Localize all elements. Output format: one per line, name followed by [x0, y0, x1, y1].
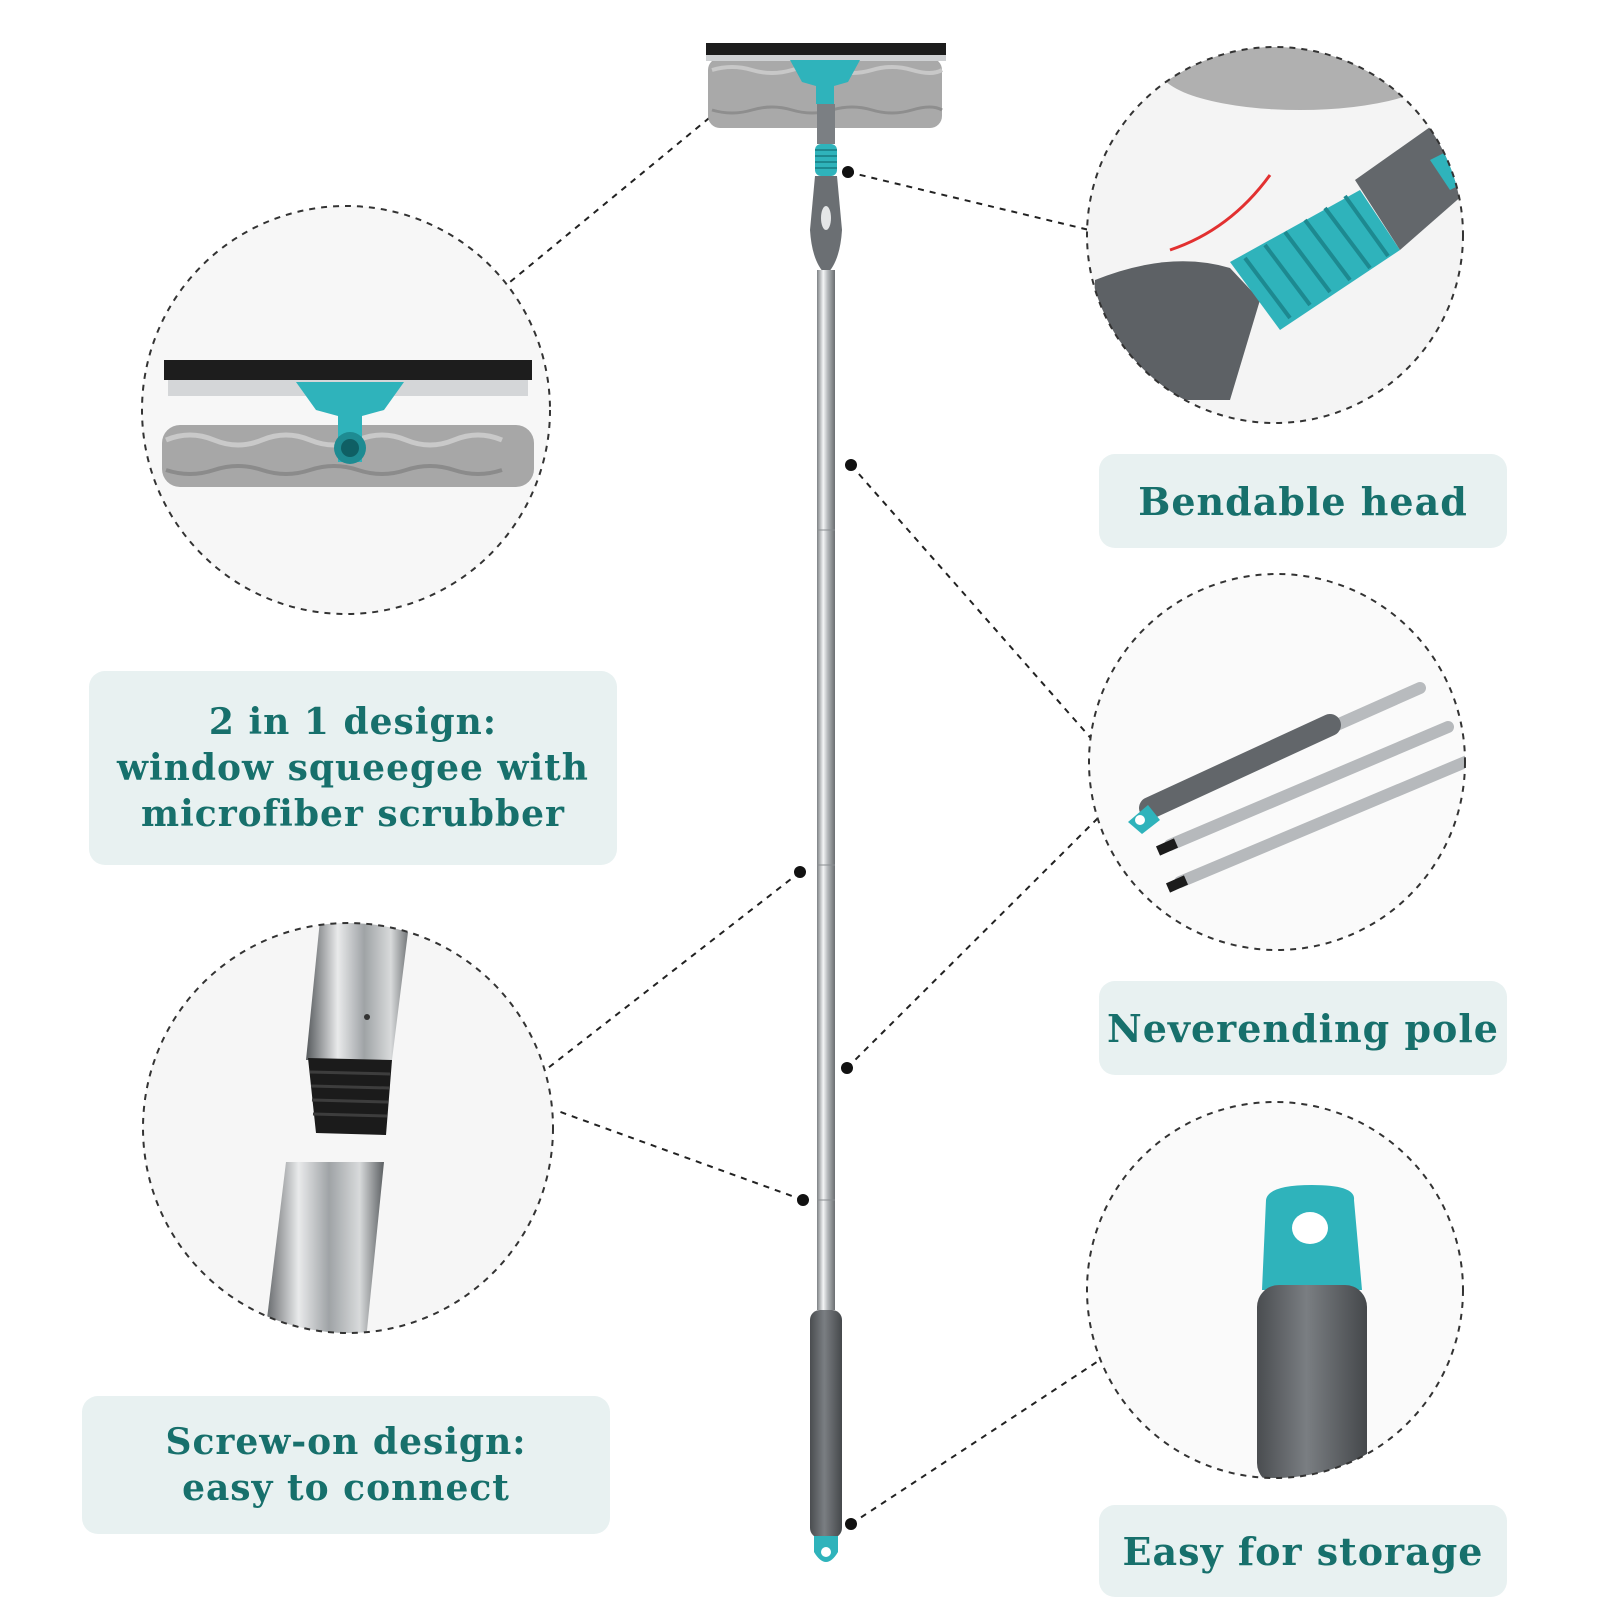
- label-2in1-line-3: microfiber scrubber: [141, 793, 565, 835]
- label-screw-on-design: Screw-on design: easy to connect: [82, 1396, 610, 1534]
- label-bendable-head: Bendable head: [1099, 454, 1507, 548]
- main-squeegee-pole: [706, 43, 946, 1562]
- label-2in1-line-1: 2 in 1 design:: [208, 701, 498, 743]
- label-screw-on-line-2: easy to connect: [182, 1467, 510, 1509]
- label-bendable-text: Bendable head: [1138, 478, 1468, 524]
- leader-dots: [760, 67, 857, 1530]
- detail-screw-joint: [142, 922, 554, 1334]
- detail-bendable-head: [1086, 46, 1464, 424]
- label-2in1-line-2: window squeegee with: [117, 747, 589, 789]
- leader-lines: [509, 71, 1116, 1525]
- label-neverending-pole: Neverending pole: [1099, 981, 1507, 1075]
- label-storage-text: Easy for storage: [1122, 1528, 1484, 1574]
- label-2in1-design: 2 in 1 design: window squeegee with micr…: [89, 671, 617, 865]
- label-neverending-text: Neverending pole: [1107, 1005, 1499, 1051]
- label-easy-storage: Easy for storage: [1099, 1505, 1507, 1597]
- detail-squeegee-head: [141, 205, 551, 615]
- detail-pole-sections: [1088, 573, 1466, 951]
- detail-handle-hook: [1086, 1101, 1464, 1479]
- label-screw-on-line-1: Screw-on design:: [165, 1421, 527, 1463]
